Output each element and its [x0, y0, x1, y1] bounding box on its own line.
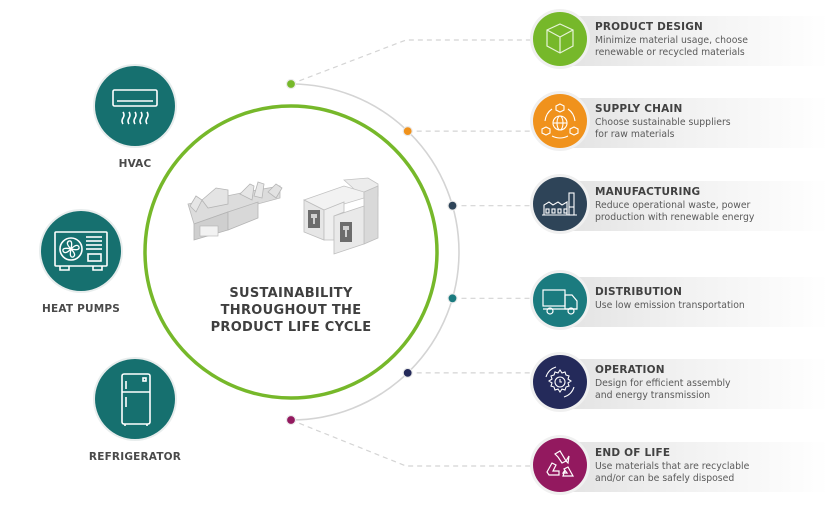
- stage-title: PRODUCT DESIGN: [595, 21, 704, 33]
- stage-panel: [557, 277, 828, 327]
- stage-panel: [557, 442, 828, 492]
- heat-pump-icon: [41, 211, 121, 291]
- connector-housing-image: [302, 177, 379, 255]
- stage-title: SUPPLY CHAIN: [595, 103, 683, 115]
- stage-title: DISTRIBUTION: [595, 286, 683, 298]
- stage-product-design: PRODUCT DESIGN Minimize material usage, …: [533, 12, 828, 68]
- stage-panel: [557, 181, 828, 231]
- center-title-line: THROUGHOUT THE: [220, 303, 362, 318]
- stage-dot: [402, 367, 413, 378]
- stage-manufacturing: MANUFACTURING Reduce operational waste, …: [533, 177, 828, 233]
- stage-title: OPERATION: [595, 364, 665, 376]
- truck-icon: [533, 273, 587, 327]
- gear-clock-icon: [533, 355, 587, 409]
- stage-end-of-life: END OF LIFE Use materials that are recyc…: [533, 438, 828, 494]
- factory-icon: [533, 177, 587, 231]
- stage-title: MANUFACTURING: [595, 186, 701, 198]
- connector-line: [290, 39, 540, 85]
- center-title: SUSTAINABILITY THROUGHOUT THE PRODUCT LI…: [191, 285, 391, 336]
- application-heat-pumps: HEAT PUMPS: [36, 211, 126, 315]
- lifecycle-arc: [290, 83, 460, 421]
- stage-dot: [285, 414, 297, 426]
- stage-panel: [557, 359, 828, 409]
- stage-description: Use low emission transportation: [595, 300, 745, 311]
- application-label: HVAC: [118, 158, 152, 170]
- application-refrigerator: REFRIGERATOR: [80, 359, 190, 463]
- stage-title: END OF LIFE: [595, 447, 671, 459]
- stage-dot: [447, 293, 458, 304]
- center-title-line: PRODUCT LIFE CYCLE: [210, 320, 372, 335]
- recycle-icon: [533, 438, 587, 492]
- application-hvac: HVAC: [95, 66, 175, 170]
- stage-panel: [557, 16, 828, 66]
- global-network-icon: [533, 94, 587, 148]
- stage-distribution: DISTRIBUTION Use low emission transporta…: [533, 273, 828, 329]
- air-conditioner-icon: [95, 66, 175, 146]
- refrigerator-icon: [95, 359, 175, 439]
- center-title-line: SUSTAINABILITY: [229, 286, 353, 301]
- cube-icon: [533, 12, 587, 66]
- stage-dot: [285, 78, 297, 90]
- connector-line: [290, 419, 540, 467]
- stage-dot: [447, 200, 458, 211]
- application-label: REFRIGERATOR: [88, 451, 182, 463]
- center-ring: [143, 104, 439, 400]
- stage-panel: [557, 98, 828, 148]
- terminal-image: [187, 181, 283, 241]
- application-label: HEAT PUMPS: [41, 303, 121, 315]
- stage-supply-chain: SUPPLY CHAIN Choose sustainable supplier…: [533, 94, 828, 150]
- stage-dot: [402, 126, 413, 137]
